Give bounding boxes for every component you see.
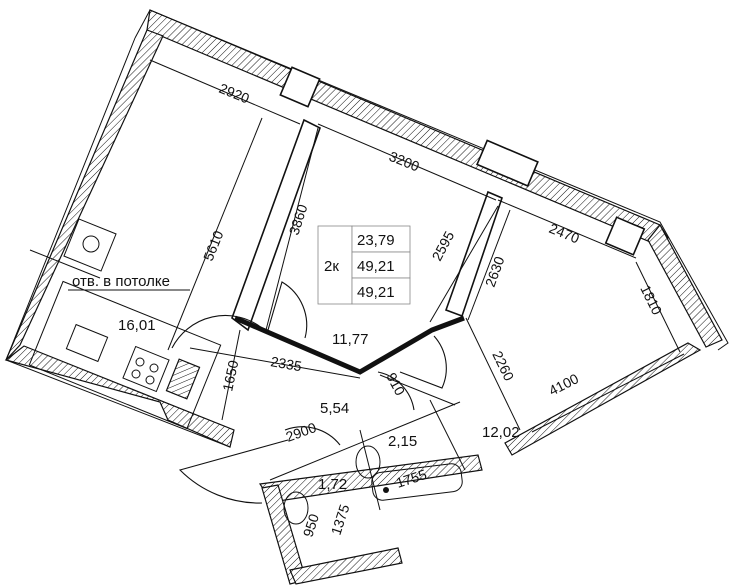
table-cell-total-2 (351, 277, 411, 305)
table-cell-total (351, 251, 411, 279)
hall-partition (379, 374, 456, 406)
dim-2595: 2595 (429, 228, 458, 263)
area-wc: 1,72 (318, 476, 347, 493)
table-cell-living (351, 225, 411, 253)
wc-toilet (283, 491, 309, 525)
dim-line-2260 (465, 317, 521, 431)
dim-line-3200 (317, 123, 497, 201)
total-area-2: 49,21 (357, 284, 395, 301)
dim-1650: 1650 (219, 359, 241, 393)
dim-1810: 1810 (637, 282, 665, 317)
ceiling-hole-frame (63, 218, 117, 272)
stove-burner-2 (149, 363, 159, 373)
bath-partition (359, 429, 381, 511)
ceiling-hole-note: отв. в потолке (72, 273, 170, 290)
dim-line-3860 (265, 127, 319, 331)
kitchen-stove (122, 345, 170, 393)
dim-line-2595 (429, 205, 499, 323)
wall-room1-room2 (231, 118, 321, 332)
door-room3 (399, 335, 447, 389)
dim-1375: 1375 (328, 502, 353, 537)
outer-contour (5, 37, 231, 448)
window-3 (604, 216, 646, 256)
ceiling-hole-leader (29, 249, 101, 279)
bath-sink (355, 445, 381, 479)
dim-2920: 2920 (217, 80, 252, 107)
wall-room2-bottom (234, 315, 465, 375)
window-1 (279, 66, 321, 108)
kitchen-sink (65, 323, 109, 363)
door-room2 (267, 281, 308, 339)
dim-line-2470 (497, 199, 637, 259)
dim-5610: 5610 (200, 228, 227, 263)
window-2 (476, 139, 539, 187)
kitchen-counter (28, 280, 222, 430)
dim-line-2630 (467, 209, 511, 321)
dim-line-5610 (167, 117, 263, 351)
dim-line-1650 (221, 329, 241, 421)
right-lower-wall (504, 342, 702, 456)
outer-contour-top (134, 9, 729, 351)
wc-bottom-wall (289, 547, 403, 585)
area-table (317, 225, 411, 305)
door-entrance (178, 439, 289, 504)
area-room-right: 12,02 (482, 424, 520, 441)
dim-line-1810 (635, 261, 681, 353)
dim-2335: 2335 (269, 353, 303, 374)
area-hall: 5,54 (320, 400, 349, 417)
area-bath: 2,15 (388, 433, 417, 450)
dim-2470: 2470 (547, 220, 582, 247)
dim-2630: 2630 (482, 254, 508, 289)
dim-2260: 2260 (489, 348, 517, 383)
dim-2900: 2900 (284, 419, 319, 445)
dim-3200: 3200 (387, 148, 422, 175)
door-kitchen (171, 314, 263, 349)
ceiling-hole-icon (82, 235, 100, 253)
stove-burner-3 (131, 369, 141, 379)
dim-line-2335 (189, 347, 361, 379)
fridge-hatched (165, 358, 201, 400)
bathtub (371, 463, 463, 501)
left-exterior-wall (5, 29, 164, 361)
stove-burner-4 (145, 375, 155, 385)
dim-4100: 4100 (546, 370, 581, 398)
bathtub-drain (383, 487, 389, 493)
door-bath (377, 371, 415, 411)
door-wc (284, 426, 341, 446)
stove-burner-1 (135, 357, 145, 367)
dim-line-2900 (269, 401, 461, 481)
living-area: 23,79 (357, 232, 395, 249)
table-cell-type (317, 225, 353, 305)
area-room-large: 16,01 (118, 317, 156, 334)
area-room-center: 11,77 (332, 331, 368, 348)
dim-line-4100 (531, 353, 685, 433)
right-exterior-wall (647, 223, 723, 348)
dim-950: 950 (300, 512, 323, 539)
dim-line-2920 (149, 59, 301, 125)
total-area: 49,21 (357, 258, 395, 275)
bathroom-walls (258, 454, 483, 503)
apartment-type: 2к (324, 258, 339, 275)
